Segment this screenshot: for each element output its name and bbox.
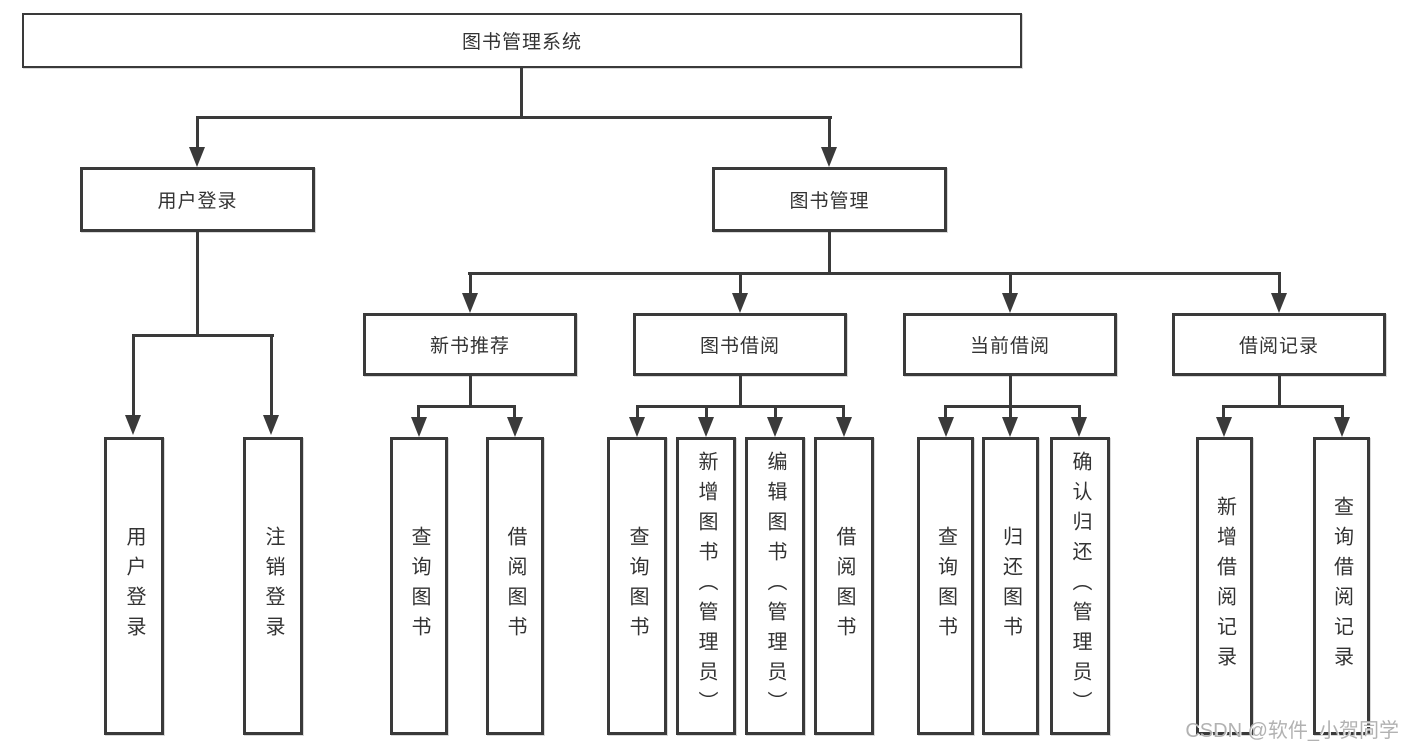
leaf-records-query-borrow-record: 查询借阅记录 bbox=[1313, 437, 1370, 735]
connector-line bbox=[705, 405, 708, 419]
arrow-down-icon bbox=[507, 417, 523, 437]
leaf-borrowing-edit-book-admin: 编辑图书（管理员） bbox=[745, 437, 805, 735]
node-label: 图书借阅 bbox=[699, 336, 780, 357]
node-label: 新增图书（管理员） bbox=[695, 451, 717, 721]
node-label: 用户登录 bbox=[123, 526, 145, 646]
node-label: 借阅记录 bbox=[1238, 336, 1319, 357]
connector-line bbox=[270, 334, 273, 416]
node-label: 图书管理 bbox=[789, 191, 870, 212]
leaf-logout-login: 注销登录 bbox=[243, 437, 303, 735]
arrow-down-icon bbox=[1002, 293, 1018, 313]
node-library-system: 图书管理系统 bbox=[22, 13, 1022, 68]
connector-line bbox=[739, 376, 742, 408]
arrow-down-icon bbox=[767, 417, 783, 437]
node-new-book-recommend: 新书推荐 bbox=[363, 313, 577, 376]
node-label: 新增借阅记录 bbox=[1213, 496, 1236, 676]
node-label: 注销登录 bbox=[262, 526, 284, 646]
connector-line bbox=[1009, 376, 1012, 408]
leaf-recommend-query-book: 查询图书 bbox=[390, 437, 448, 735]
leaf-user-login: 用户登录 bbox=[104, 437, 164, 735]
connector-line bbox=[417, 405, 516, 408]
node-label: 查询图书 bbox=[408, 526, 430, 646]
csdn-watermark: CSDN @软件_小贺同学 bbox=[1185, 720, 1399, 742]
arrow-down-icon bbox=[698, 417, 714, 437]
arrow-down-icon bbox=[411, 417, 427, 437]
connector-line bbox=[944, 405, 947, 419]
connector-line bbox=[132, 334, 274, 337]
connector-line bbox=[1341, 405, 1344, 419]
connector-line bbox=[196, 116, 199, 148]
connector-line bbox=[132, 334, 135, 416]
node-label: 编辑图书（管理员） bbox=[764, 451, 786, 721]
connector-line bbox=[828, 232, 831, 274]
leaf-current-return-book: 归还图书 bbox=[982, 437, 1039, 735]
arrow-down-icon bbox=[1071, 417, 1087, 437]
node-borrowing-records: 借阅记录 bbox=[1172, 313, 1386, 376]
connector-line bbox=[469, 272, 472, 294]
node-label: 图书管理系统 bbox=[461, 32, 582, 53]
connector-line bbox=[196, 232, 199, 336]
arrow-down-icon bbox=[1271, 293, 1287, 313]
leaf-recommend-borrow-book: 借阅图书 bbox=[486, 437, 544, 735]
arrow-down-icon bbox=[189, 147, 205, 167]
node-label: 用户登录 bbox=[157, 191, 238, 212]
node-user-login: 用户登录 bbox=[80, 167, 315, 232]
connector-line bbox=[1009, 272, 1012, 294]
node-label: 当前借阅 bbox=[969, 336, 1050, 357]
connector-line bbox=[513, 405, 516, 419]
node-current-borrowing: 当前借阅 bbox=[903, 313, 1117, 376]
connector-line bbox=[520, 68, 523, 118]
node-book-management: 图书管理 bbox=[712, 167, 947, 232]
node-label: 查询借阅记录 bbox=[1330, 496, 1353, 676]
connector-line bbox=[1078, 405, 1081, 419]
node-label: 归还图书 bbox=[999, 526, 1022, 646]
arrow-down-icon bbox=[1334, 417, 1350, 437]
arrow-down-icon bbox=[462, 293, 478, 313]
connector-line bbox=[944, 405, 1081, 408]
node-label: 确认归还（管理员） bbox=[1069, 451, 1091, 721]
connector-line bbox=[1278, 376, 1281, 408]
arrow-down-icon bbox=[938, 417, 954, 437]
connector-line bbox=[468, 272, 1281, 275]
arrow-down-icon bbox=[1216, 417, 1232, 437]
arrow-down-icon bbox=[1002, 417, 1018, 437]
arrow-down-icon bbox=[263, 415, 279, 435]
arrow-down-icon bbox=[629, 417, 645, 437]
connector-line bbox=[196, 116, 832, 119]
leaf-borrowing-borrow-book: 借阅图书 bbox=[814, 437, 874, 735]
arrow-down-icon bbox=[125, 415, 141, 435]
leaf-borrowing-add-book-admin: 新增图书（管理员） bbox=[676, 437, 736, 735]
node-label: 借阅图书 bbox=[833, 526, 855, 646]
arrow-down-icon bbox=[821, 147, 837, 167]
connector-line bbox=[417, 405, 420, 419]
leaf-borrowing-query-book: 查询图书 bbox=[607, 437, 667, 735]
node-book-borrowing: 图书借阅 bbox=[633, 313, 847, 376]
connector-line bbox=[1009, 405, 1012, 419]
node-label: 借阅图书 bbox=[504, 526, 526, 646]
connector-line bbox=[1222, 405, 1225, 419]
connector-line bbox=[636, 405, 845, 408]
connector-line bbox=[774, 405, 777, 419]
leaf-records-add-borrow-record: 新增借阅记录 bbox=[1196, 437, 1253, 735]
arrow-down-icon bbox=[836, 417, 852, 437]
node-label: 新书推荐 bbox=[429, 336, 510, 357]
connector-line bbox=[469, 376, 472, 408]
node-label: 查询图书 bbox=[626, 526, 648, 646]
connector-line bbox=[842, 405, 845, 419]
arrow-down-icon bbox=[732, 293, 748, 313]
connector-line bbox=[636, 405, 639, 419]
connector-line bbox=[1222, 405, 1344, 408]
connector-line bbox=[739, 272, 742, 294]
leaf-current-confirm-return-admin: 确认归还（管理员） bbox=[1050, 437, 1110, 735]
leaf-current-query-book: 查询图书 bbox=[917, 437, 974, 735]
connector-line bbox=[1278, 272, 1281, 294]
connector-line bbox=[828, 116, 831, 148]
node-label: 查询图书 bbox=[934, 526, 957, 646]
